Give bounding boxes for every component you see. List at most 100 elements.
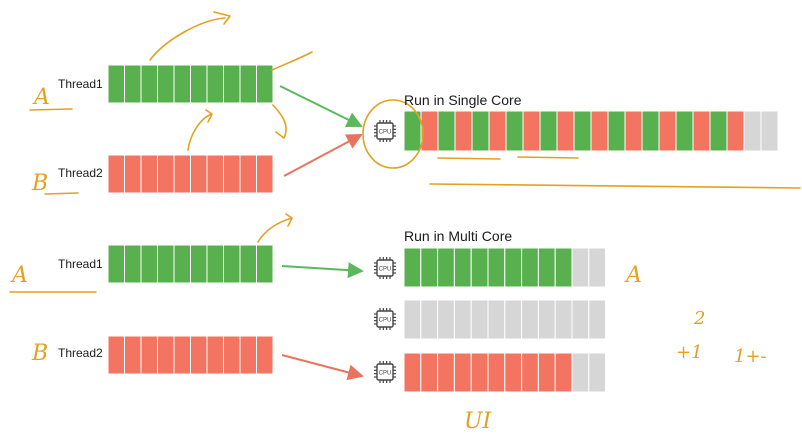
multi-core-bar-2-cell (504, 299, 523, 340)
handwritten-thread-b-multi: B (31, 341, 48, 366)
multi-thread2-bar-cell (107, 335, 125, 375)
multi-thread2-bar-cell (140, 335, 158, 375)
multi-core-bar-2-cell (453, 299, 472, 340)
single-core-timeline-cell (607, 110, 626, 152)
multi-core-title: Run in Multi Core (404, 228, 513, 244)
single-core-timeline-cell (573, 110, 592, 152)
cpu-label: CPU (379, 130, 392, 136)
cpu-chip-icon: CPU (374, 257, 396, 279)
cpu-chip-icon: CPU (374, 120, 396, 142)
arrow-thread2-to-cpu3 (281, 354, 364, 381)
handwritten-arrow (187, 109, 213, 151)
arrows-layer (279, 85, 364, 381)
multi-core-bar-2-cell (420, 299, 439, 340)
multi-core-bar-3-cell (504, 352, 523, 393)
multi-thread2-bar-cell (173, 335, 191, 375)
handwritten-note-ui: UI (464, 409, 493, 434)
multi-core-bar-1-cell (437, 247, 455, 288)
multi-core-bar-2-cell (537, 299, 556, 340)
multi-thread2-bar-cell (190, 335, 208, 375)
single-core-timeline-cell (437, 110, 456, 152)
multi-core-bar-1-cell (453, 247, 472, 288)
multi-core-bar-2-cell (403, 299, 422, 340)
single-thread1-bar (107, 64, 274, 104)
single-core-timeline-cell (556, 110, 575, 152)
single-core-timeline-cell (624, 110, 643, 152)
handwritten-note-two: 2 (693, 308, 705, 329)
single-thread2-bar (107, 154, 274, 194)
multi-thread2-label: Thread2 (58, 346, 103, 360)
single-core-timeline (403, 110, 779, 152)
handwritten-underline (429, 183, 801, 189)
single-core-timeline-cell (505, 110, 524, 152)
multi-thread2-bar-cell (206, 335, 224, 375)
multi-core-bar-2-cell (487, 299, 506, 340)
multi-core-bar-3-cell (571, 352, 590, 393)
single-thread2-bar-cell (190, 154, 208, 194)
cpu-icons-layer: CPU CPU CPU CPU (374, 120, 396, 383)
single-thread2-bar-cell (140, 154, 158, 194)
multi-thread1-bar-cell (190, 244, 208, 284)
single-core-timeline-cell (590, 110, 609, 152)
cpu-chip-icon: CPU (374, 308, 396, 330)
multi-thread1-bar-cell (173, 244, 191, 284)
handwritten-stroke (271, 51, 313, 71)
handwritten-thread-b-single: B (31, 171, 48, 196)
multi-core-bar-2 (403, 299, 607, 340)
multi-thread2-bar-cell (124, 335, 142, 375)
single-thread1-bar-cell (239, 64, 257, 104)
single-core-timeline-cell (539, 110, 558, 152)
multi-core-bar-3-cell (588, 352, 607, 393)
single-thread2-bar-cell (107, 154, 125, 194)
handwritten-note-a: A (624, 263, 642, 288)
thread-bars-layer (107, 64, 779, 393)
single-core-timeline-cell (692, 110, 711, 152)
single-core-timeline-cell (760, 110, 779, 152)
cpu-label: CPU (379, 267, 392, 273)
arrow-thread1-to-cpu1 (281, 262, 364, 279)
multi-thread1-bar-cell (140, 244, 158, 284)
multi-thread1-bar-cell (239, 244, 257, 284)
single-core-timeline-cell (488, 110, 507, 152)
multi-core-bar-1 (403, 247, 607, 288)
multi-thread1-bar-cell (157, 244, 175, 284)
multi-core-bar-1-cell (588, 247, 607, 288)
multi-core-bar-1-cell (504, 247, 523, 288)
multi-core-bar-1-cell (554, 247, 573, 288)
single-core-timeline-cell (675, 110, 694, 152)
multi-thread2-bar (107, 335, 274, 375)
multi-thread1-bar-cell (223, 244, 241, 284)
single-thread1-bar-cell (223, 64, 241, 104)
single-core-timeline-cell (471, 110, 490, 152)
multi-core-bar-2-cell (588, 299, 607, 340)
multi-core-bar-2-cell (470, 299, 489, 340)
handwritten-arrow (257, 213, 293, 243)
multi-thread1-bar-cell (206, 244, 224, 284)
multi-core-bar-3-cell (470, 352, 489, 393)
multi-core-bar-2-cell (521, 299, 539, 340)
multi-thread2-bar-cell (223, 335, 241, 375)
multi-thread2-bar-cell (256, 335, 274, 375)
single-core-timeline-cell (522, 110, 541, 152)
single-thread1-bar-cell (124, 64, 142, 104)
single-thread2-bar-cell (206, 154, 224, 194)
multi-core-bar-3-cell (403, 352, 422, 393)
multi-core-bar-3-cell (521, 352, 539, 393)
arrow-thread1-to-single-cpu (279, 85, 363, 127)
single-core-timeline-cell (709, 110, 728, 152)
multi-core-bar-1-cell (420, 247, 439, 288)
multi-core-bar-3-cell (554, 352, 573, 393)
handwritten-circle-cpu (362, 99, 424, 169)
multi-core-bar-1-cell (487, 247, 506, 288)
single-thread1-bar-cell (206, 64, 224, 104)
single-core-timeline-cell (641, 110, 660, 152)
multi-core-bar-3-cell (420, 352, 439, 393)
single-thread1-bar-cell (107, 64, 125, 104)
single-thread2-label: Thread2 (58, 166, 103, 180)
cpu-label: CPU (379, 371, 392, 377)
single-core-timeline-cell (658, 110, 677, 152)
multi-core-bar-2-cell (554, 299, 573, 340)
handwritten-underline (437, 157, 501, 160)
